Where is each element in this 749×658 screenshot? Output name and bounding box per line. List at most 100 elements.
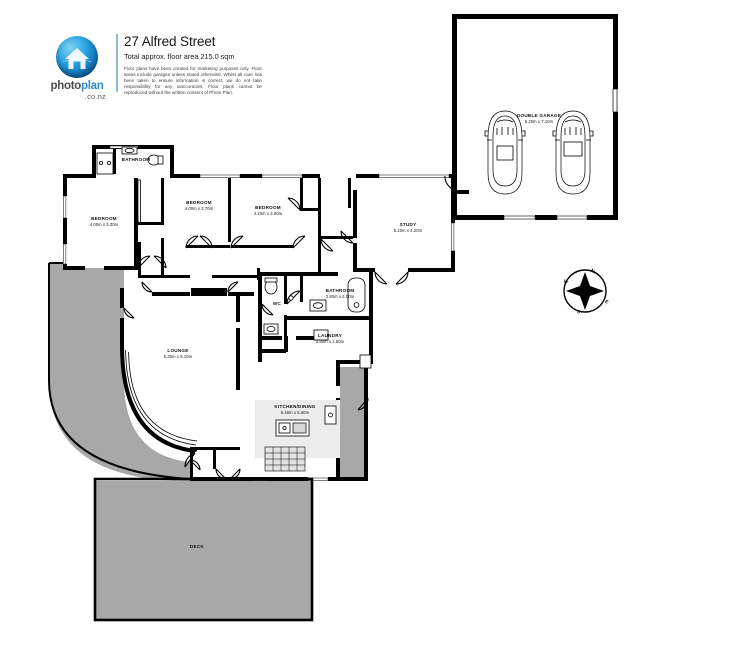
room-dims-double-garage: 6.20m x 7.10m — [525, 119, 554, 124]
room-dims-bathroom-main: 3.80m x 2.00m — [326, 294, 355, 299]
wall-wc-right — [284, 276, 287, 304]
room-label-bathroom-main: BATHROOM — [326, 288, 355, 293]
garage-wall-bottom-left — [452, 215, 504, 220]
wall-bed2-bottom — [186, 245, 230, 248]
car-right-icon — [552, 110, 594, 195]
wall-top-window-c — [378, 174, 450, 178]
wall-hall-3 — [161, 238, 164, 278]
room-label-double-garage: DOUBLE GARAGE — [517, 113, 561, 118]
room-label-bedroom-3: BEDROOM — [255, 205, 281, 210]
wall-closet-a — [300, 178, 303, 210]
room-dims-bedroom-2: 4.00m x 2.70m — [185, 206, 214, 211]
wall-bed3-right — [318, 178, 321, 236]
compass-s: S — [576, 309, 581, 315]
wall-study-left-b — [353, 243, 357, 271]
toilet-cistern — [157, 155, 164, 165]
wall-bottom-of-bed1-b — [104, 266, 138, 270]
wall-lounge-left-b — [120, 318, 124, 346]
room-dims-bedroom-1: 4.00m x 3.30m — [90, 222, 119, 227]
room-label-lounge: LOUNGE — [167, 348, 188, 353]
wall-left-mid — [63, 218, 67, 244]
wall-hall-5 — [138, 275, 166, 278]
wall-hall-1 — [138, 222, 164, 225]
compass-e: E — [604, 299, 609, 305]
bathroom-top-block: BATHROOM — [92, 145, 174, 178]
laundry-appliance — [359, 354, 372, 369]
room-dims-laundry: 3.80m x 1.50m — [316, 339, 345, 344]
logo-domain: .co.nz — [84, 92, 106, 101]
wall-top-c — [302, 174, 320, 178]
bath-shower-circle-icon — [288, 295, 294, 301]
house-walls — [48, 174, 469, 622]
room-label-kitchen-dining: KITCHEN/DINING — [274, 404, 315, 409]
garage-window-right — [612, 88, 618, 113]
wall-closet-b — [300, 208, 320, 211]
garage-wall-bottom-mid — [535, 215, 557, 220]
wall-closet-d — [321, 236, 353, 239]
house-in-sphere-icon — [62, 48, 92, 69]
wall-laundry-left — [258, 336, 262, 362]
garage-wall-right — [613, 14, 618, 89]
room-labels: BEDROOM 4.00m x 3.30m BEDROOM 4.00m x 2.… — [90, 200, 423, 549]
outdoor-areas — [49, 263, 368, 620]
car-left-icon — [484, 110, 526, 195]
room-label-bedroom-2: BEDROOM — [186, 200, 212, 205]
lounge-curve-glass-2 — [128, 351, 198, 442]
wall-kitchen-pantry-a — [190, 447, 216, 450]
room-dims-bedroom-3: 4.20m x 3.00m — [254, 211, 283, 216]
lounge-curve-glass-1 — [125, 349, 197, 446]
bath-tub-drain-icon — [353, 302, 360, 308]
window-left-1 — [63, 195, 67, 219]
shower-head-icon — [99, 160, 104, 165]
wall-kitchen-right-c — [336, 438, 340, 480]
wall-lounge-left-a — [120, 288, 124, 308]
room-label-bathroom-top: BATHROOM — [122, 157, 151, 162]
bath-vanity-bowl-icon — [312, 302, 323, 309]
room-label-study: STUDY — [400, 222, 417, 227]
wall-laundry-bottom — [258, 336, 282, 340]
floor-area-text: Total approx. floor area 215.0 sqm — [124, 52, 235, 61]
wall-hall-4 — [138, 242, 141, 278]
deck-area — [95, 481, 312, 620]
wall-kitchen-left — [190, 447, 193, 479]
room-label-wc: WC — [273, 301, 282, 306]
shower-mixer-icon — [107, 160, 112, 165]
wall-bottom-main-d — [328, 477, 368, 481]
wall-hall-2 — [161, 178, 164, 225]
page-title: 27 Alfred Street — [124, 34, 216, 49]
deck-outline — [93, 477, 314, 622]
wall-bath-bottom — [287, 316, 372, 320]
wall-study-left — [353, 190, 357, 238]
basin-bowl-icon — [124, 147, 135, 154]
double-garage-block: DOUBLE GARAGE 6.20m x 7.10m — [452, 14, 618, 220]
wall-right-top-cap — [336, 360, 368, 364]
window-left-2 — [63, 243, 67, 265]
compass-w: W — [563, 278, 570, 285]
bath-tub-icon — [347, 277, 366, 313]
garage-door-opening — [503, 215, 536, 220]
laundry-tub — [313, 329, 329, 341]
wall-bed3-right-b — [318, 226, 321, 274]
header-block: photoplan .co.nz 27 Alfred Street Total … — [44, 34, 274, 114]
wall-top-window-b — [261, 174, 303, 178]
wall-bed2-right — [228, 178, 231, 242]
room-dims-lounge: 5.30m x 5.10m — [164, 354, 193, 359]
wall-laundry-bottom-c — [284, 336, 288, 352]
wall-study-right-cut — [451, 196, 455, 199]
wall-study-right-upper — [451, 174, 455, 196]
wc-cistern — [264, 277, 278, 283]
logo-wordmark: photoplan — [44, 80, 110, 92]
wall-lounge-top-c — [228, 292, 254, 296]
wall-study-bottom-left — [353, 268, 375, 272]
tile-pattern — [265, 447, 305, 471]
wall-kitchen-pantry-c — [216, 447, 240, 450]
kitchen-sink-drain-icon — [282, 425, 287, 430]
wall-lounge-top — [152, 292, 190, 296]
garage-wall-right-lower — [613, 112, 618, 220]
wall-laundry-mid — [262, 349, 286, 353]
shower-tray — [96, 152, 114, 175]
window-study-right — [451, 222, 455, 252]
wall-left-upper — [63, 174, 67, 196]
garage-wall-top — [452, 14, 618, 19]
interior-floor — [63, 17, 615, 462]
